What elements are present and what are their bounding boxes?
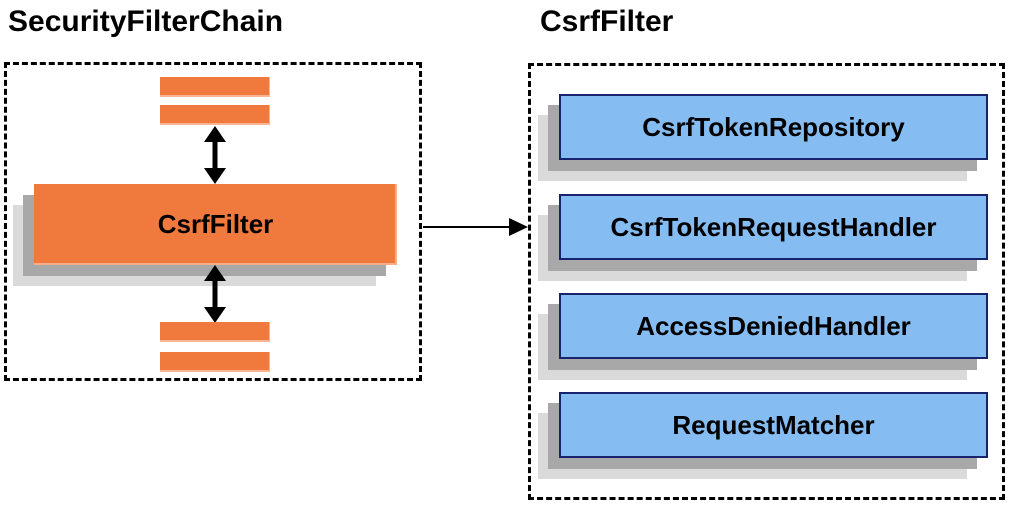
filter-placeholder-bar-top-1 (160, 77, 270, 97)
bidirectional-arrow-icon-bottom (204, 265, 226, 323)
filter-placeholder-bar-bottom-1 (160, 322, 270, 342)
component-csrf-token-request-handler: CsrfTokenRequestHandler (559, 194, 988, 260)
csrf-filter-panel (528, 63, 1005, 500)
security-filter-chain-title: SecurityFilterChain (8, 5, 284, 38)
component-label: CsrfTokenRequestHandler (610, 211, 937, 242)
security-filter-chain-panel (4, 62, 422, 381)
component-label: RequestMatcher (672, 409, 875, 440)
component-access-denied-handler: AccessDeniedHandler (559, 293, 988, 359)
filter-placeholder-bar-bottom-2 (160, 352, 270, 372)
csrf-filter-node: CsrfFilter (34, 184, 397, 265)
csrf-filter-panel-title: CsrfFilter (540, 5, 674, 38)
csrf-filter-node-label: CsrfFilter (157, 209, 274, 239)
bidirectional-arrow-icon-top (204, 126, 226, 184)
filter-placeholder-bar-top-2 (160, 105, 270, 125)
flow-arrow-icon (509, 218, 528, 236)
component-label: AccessDeniedHandler (636, 310, 911, 341)
component-request-matcher: RequestMatcher (559, 392, 988, 458)
component-label: CsrfTokenRepository (642, 111, 905, 142)
component-csrf-token-repository: CsrfTokenRepository (559, 94, 988, 160)
flow-arrow-line (423, 226, 511, 228)
